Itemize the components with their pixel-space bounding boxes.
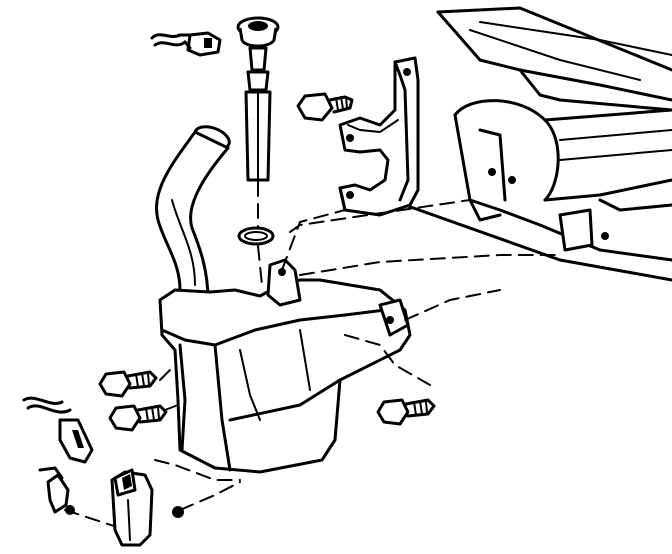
alignment-line-pump [154, 459, 241, 481]
alignment-line-tab-upper [299, 254, 561, 276]
reservoir-mounting-bracket [338, 56, 420, 217]
alignment-line-left-bolt-lower [164, 404, 179, 411]
alignment-line-grommet [179, 481, 241, 511]
alignment-line-tab-right [404, 289, 501, 321]
bracket-mounting-bolt [296, 92, 354, 122]
washer-fluid-level-sensor [236, 16, 280, 182]
pump-electrical-connector [22, 396, 94, 515]
pump-grommet [172, 506, 184, 518]
sensor-o-ring-seal [237, 226, 275, 246]
washer-pump [110, 468, 154, 547]
alignment-line-bottom-bolt [344, 334, 431, 386]
alignment-line-connector [64, 509, 121, 529]
alignment-line-oring [257, 245, 263, 286]
washer-fluid-reservoir [155, 125, 412, 474]
alignment-line-bracket-upper [281, 209, 346, 271]
alignment-line-bracket-body [289, 199, 471, 233]
washer-pump-electrical-connector [150, 31, 222, 57]
vehicle-fender-inner-panel [403, 6, 672, 282]
alignment-line-left-bolt-upper [159, 364, 176, 381]
reservoir-mounting-bolts [98, 370, 436, 432]
washer-reservoir-filler-neck [155, 125, 231, 302]
